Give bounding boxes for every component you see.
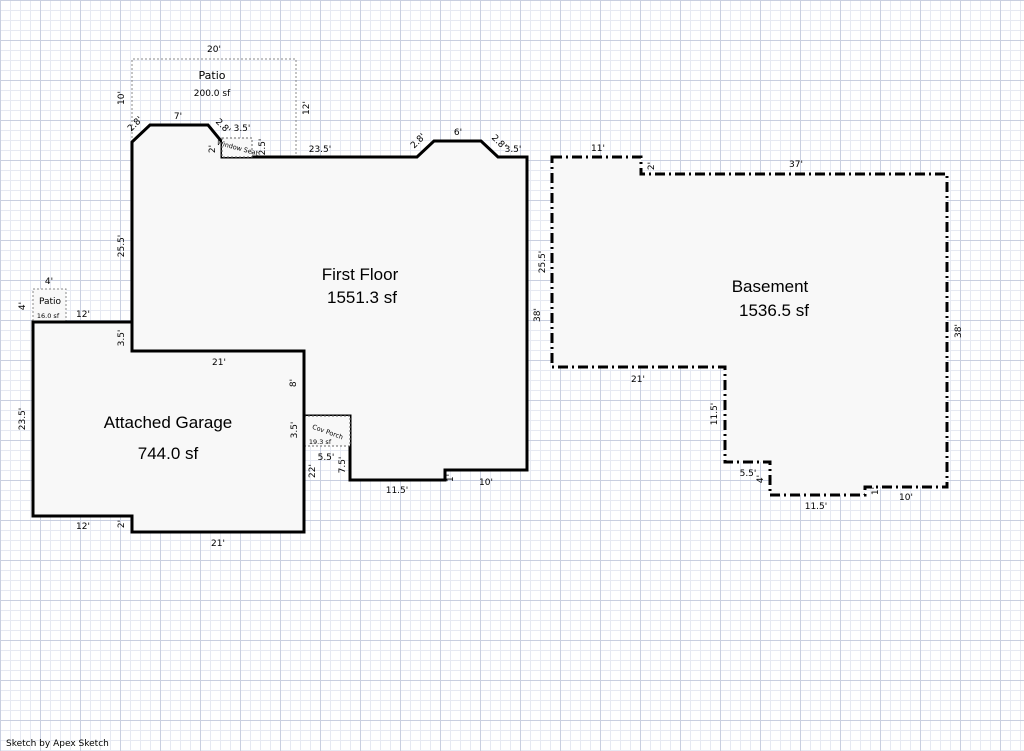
patio-large-area: 200.0 sf xyxy=(194,89,231,99)
patio-large: Patio 200.0 sf xyxy=(131,58,297,157)
dim-label: 5.5' xyxy=(318,453,335,463)
patio-small-area: 16.0 sf xyxy=(37,312,60,320)
dim-label: 38' xyxy=(533,308,543,322)
dim-label: 25.5' xyxy=(117,235,127,258)
dim-label: 3.5' xyxy=(117,330,127,347)
garage-outline xyxy=(31,320,306,534)
dim-label: 2' xyxy=(117,520,127,528)
basement-outline xyxy=(550,155,949,497)
dim-label: 12' xyxy=(76,310,90,320)
window-seat-outline xyxy=(221,137,253,158)
basement-area: 1536.5 sf xyxy=(739,301,809,320)
dim-label: 38' xyxy=(954,324,964,338)
dim-label: 2.5' xyxy=(258,139,268,156)
dim-label: 22' xyxy=(308,464,318,478)
dim-label: 23.5' xyxy=(18,408,28,431)
dim-label: 2' xyxy=(647,162,657,170)
dim-label: 4' xyxy=(45,277,53,287)
dim-label: 11.5' xyxy=(386,486,409,496)
dim-label: 12' xyxy=(302,101,312,115)
dim-label: 10' xyxy=(117,91,127,105)
dim-label: 11.5' xyxy=(805,502,828,512)
dim-label: 20' xyxy=(207,45,221,55)
covered-porch: Cov Porch 19.3 sf xyxy=(303,415,351,447)
dim-label: 7.5' xyxy=(338,457,348,474)
dim-label: 5.5' xyxy=(740,469,757,479)
covered-porch-area: 19.3 sf xyxy=(309,438,332,446)
first-floor-label: First Floor xyxy=(322,265,399,284)
patio-small: Patio 16.0 sf xyxy=(32,288,67,323)
dim-label: 4' xyxy=(756,475,766,483)
dim-label: 1' xyxy=(871,487,881,495)
dim-label: 37' xyxy=(789,160,803,170)
basement: Basement 1536.5 sf xyxy=(550,155,949,497)
dim-label: 8' xyxy=(289,379,299,387)
dim-label: 21' xyxy=(212,358,226,368)
garage-label: Attached Garage xyxy=(104,413,233,432)
basement-label: Basement xyxy=(732,277,809,296)
dim-label: 6' xyxy=(454,128,462,138)
covered-porch-outline xyxy=(303,415,351,447)
first-floor-area: 1551.3 sf xyxy=(327,288,397,307)
dim-label: 2' xyxy=(208,145,218,153)
dim-label: 3.5' xyxy=(505,145,522,155)
dim-label: 3.5' xyxy=(290,422,300,439)
patio-large-outline xyxy=(131,58,297,157)
dim-label: 10' xyxy=(479,478,493,488)
dim-label: 11.5' xyxy=(710,403,720,426)
dim-label: 23.5' xyxy=(309,145,332,155)
garage-area: 744.0 sf xyxy=(138,444,199,463)
attached-garage: Attached Garage 744.0 sf xyxy=(31,320,306,534)
dim-label: 25.5' xyxy=(538,251,548,274)
dim-label: 3.5' xyxy=(234,124,251,134)
patio-small-outline xyxy=(32,288,67,323)
dim-label: 12' xyxy=(76,522,90,532)
dim-label: 21' xyxy=(631,375,645,385)
patio-large-label: Patio xyxy=(199,69,226,82)
dim-label: 1' xyxy=(446,474,456,482)
footer-credit: Sketch by Apex Sketch xyxy=(6,739,109,749)
dim-label: 7' xyxy=(174,112,182,122)
window-seat: Window Seat xyxy=(216,137,259,158)
dim-label: 11' xyxy=(591,144,605,154)
dim-label: 21' xyxy=(211,539,225,549)
dim-label: 4' xyxy=(18,302,28,310)
dim-label: 10' xyxy=(899,493,913,503)
patio-small-label: Patio xyxy=(39,297,62,307)
